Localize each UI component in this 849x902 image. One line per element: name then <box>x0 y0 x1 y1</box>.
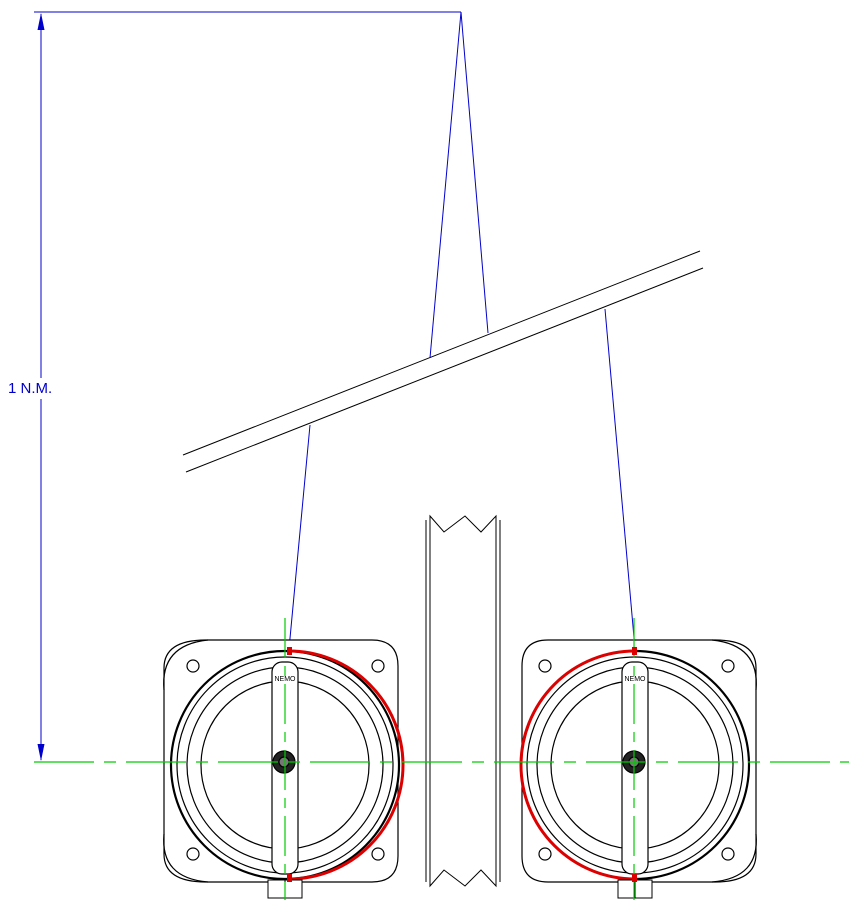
left-light-flange-lobe-bl <box>163 833 209 883</box>
sector-markers <box>287 647 637 882</box>
left-light-screw-hole-tr <box>371 659 385 673</box>
right-light-handle: NEMO <box>621 661 649 875</box>
right-light-screw-hole-bl <box>538 847 552 861</box>
right-light-flange-lobe-tr <box>711 639 757 691</box>
left-light-center-knob-inner <box>278 756 290 768</box>
dimension-arrow-bottom <box>37 744 45 761</box>
sight-lines-top <box>429 11 489 359</box>
dimension-arrow-top <box>37 13 45 30</box>
rail-upper-edge <box>182 250 701 456</box>
right-light-top-marker <box>632 647 637 655</box>
left-navigation-light: NEMO <box>163 639 405 899</box>
left-light-screw-hole-br <box>371 847 385 861</box>
centerlines <box>34 618 849 900</box>
right-light-screw-hole-br <box>721 847 735 861</box>
left-light-top-marker <box>287 647 292 655</box>
rail-lower-edge <box>185 267 704 473</box>
sight-line-right-lower <box>604 308 636 650</box>
distance-label: 1 N.M. <box>8 378 53 399</box>
mast <box>425 514 501 888</box>
right-light-sector-arc <box>519 649 636 881</box>
left-light-screw-hole-bl <box>186 847 200 861</box>
left-light-bottom-marker <box>287 874 292 882</box>
right-light-screw-hole-tr <box>721 659 735 673</box>
right-light-bottom-marker <box>632 874 637 882</box>
rail <box>182 250 704 473</box>
right-light-flange-lobe-br <box>711 833 757 883</box>
left-light-screw-hole-tl <box>186 659 200 673</box>
left-light-sector-arc <box>288 649 405 881</box>
sight-line-left-lower <box>288 424 311 650</box>
right-navigation-light: NEMO <box>519 639 757 899</box>
left-light-flange-lobe-tl <box>163 639 209 691</box>
sight-lines-bottom <box>288 308 636 650</box>
mast-outline <box>429 514 497 888</box>
right-light-screw-hole-tl <box>538 659 552 673</box>
right-light-brand-text: NEMO <box>625 676 647 683</box>
right-light-connector <box>617 879 653 899</box>
left-light-brand-text: NEMO <box>275 676 297 683</box>
sight-line-left-upper <box>429 11 462 359</box>
sight-line-right-upper <box>460 11 489 334</box>
